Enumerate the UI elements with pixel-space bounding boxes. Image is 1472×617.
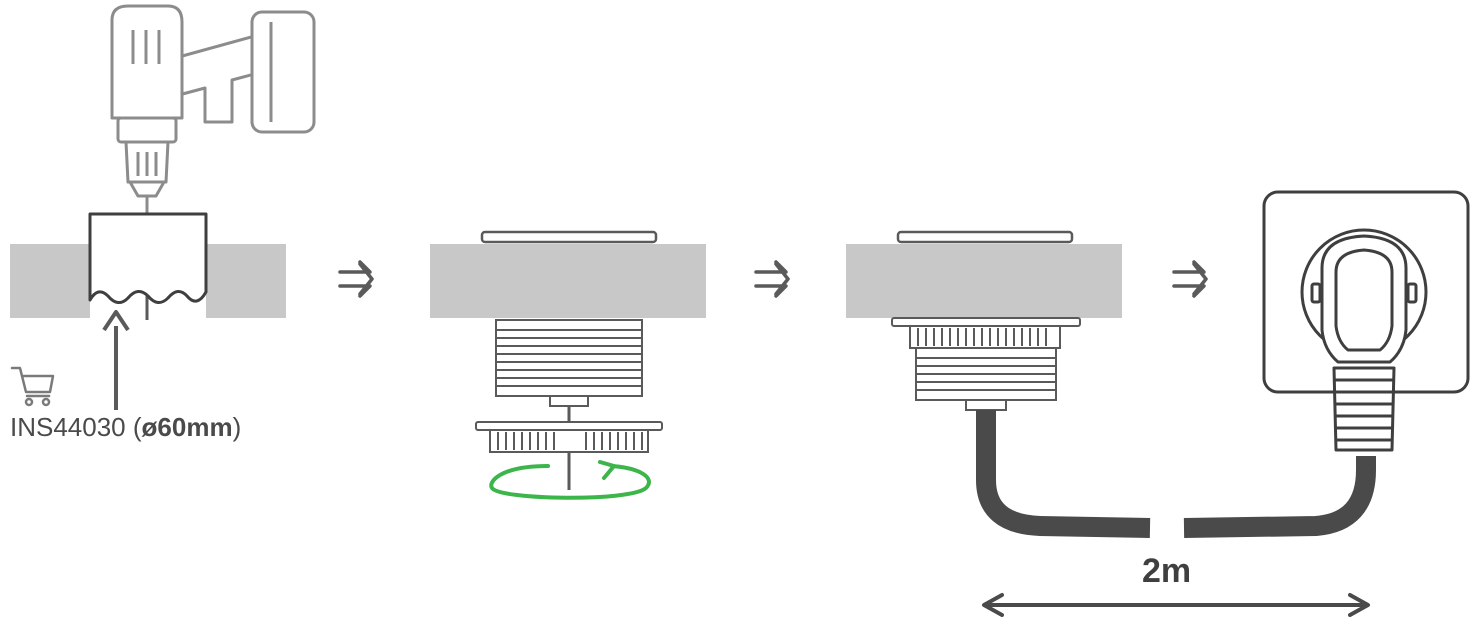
arrow-right-icon [754,260,790,298]
threaded-body [495,319,643,407]
rotate-arrow-icon [489,460,651,500]
hole-diameter: ø60mm [141,412,233,442]
arrow-right-icon [1172,260,1208,298]
cart-icon [10,366,55,407]
step2-insert [430,230,706,500]
countertop-right [206,244,286,318]
hole-saw-icon [88,212,208,320]
step3-installed [846,230,1376,538]
countertop [430,244,706,318]
power-cable [976,410,1151,538]
locking-nut [475,421,663,453]
drill-icon [110,4,316,214]
countertop [846,244,1122,318]
part-code-suffix: ) [232,412,242,442]
double-arrow-icon [982,593,1370,617]
step1-drilling [10,4,316,410]
power-cable [1183,456,1376,538]
part-code-label: INS44030 (ø60mm) [10,412,241,443]
countertop-left [10,244,90,318]
arrow-right-icon [338,260,374,298]
cable-length-label: 2m [1142,552,1192,590]
up-arrow-icon [102,310,130,410]
part-code-prefix: INS44030 ( [10,412,142,442]
step4-socket [1262,190,1470,452]
plug-icon [1300,228,1428,452]
